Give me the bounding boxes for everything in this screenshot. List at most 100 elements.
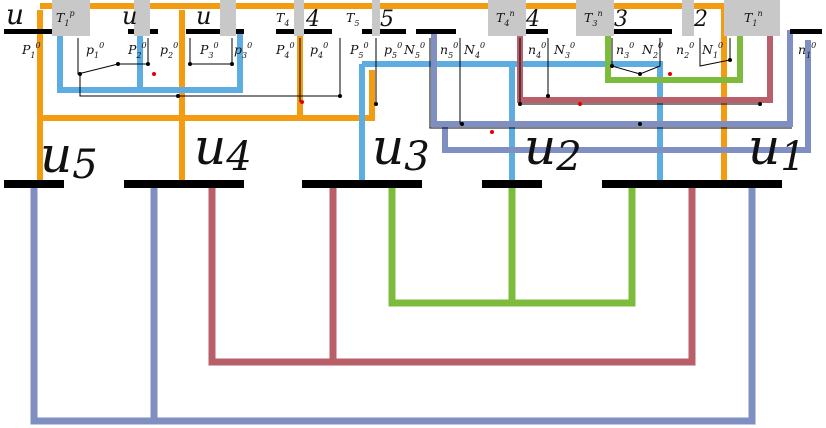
bar (416, 29, 456, 34)
term-T4: T4 (276, 10, 289, 28)
wire-orange-1 (37, 10, 375, 121)
box-label-t1n: T1n (744, 9, 763, 28)
bar-u1 (602, 180, 782, 188)
top-u-1: u (6, 0, 24, 31)
wire-red-outer (208, 184, 696, 366)
dot (146, 62, 150, 66)
bar (612, 29, 672, 34)
bar (790, 29, 822, 34)
bottom-wires (30, 184, 756, 425)
dot-red (300, 100, 304, 104)
box-small-5 (682, 0, 694, 36)
dot (176, 94, 180, 98)
label-u5: u5 (40, 126, 98, 188)
term-P3: P30 (199, 41, 219, 60)
term-N3: N30 (553, 41, 575, 60)
term-N5: N50 (403, 41, 425, 60)
box-small-3 (294, 0, 304, 36)
term-N1: N10 (701, 41, 723, 60)
bar-u5 (4, 180, 64, 188)
bar (518, 29, 548, 34)
dot (116, 62, 120, 66)
term-p3: p30 (234, 41, 252, 60)
term-p2: p20 (160, 41, 178, 60)
dot (78, 72, 82, 76)
top-labels: u u u 4 5 4 3 2 (6, 0, 708, 32)
box-small-1 (134, 0, 150, 36)
dot-red (578, 102, 582, 106)
dot (638, 122, 642, 126)
dot (518, 102, 522, 106)
box-small-4 (372, 0, 380, 36)
top-4b: 4 (525, 7, 540, 32)
term-n1: n10 (798, 41, 816, 60)
term-p4: p40 (310, 41, 328, 60)
box-small-2 (220, 0, 236, 36)
dot (610, 64, 614, 68)
trace-2 (189, 38, 233, 65)
trace-11 (699, 38, 731, 67)
wire-green-upper (605, 30, 743, 83)
trace-6 (429, 38, 792, 129)
box-label-t4n: T4n (496, 9, 515, 28)
dot (728, 58, 732, 62)
term-n3: n30 (616, 41, 634, 60)
bar (362, 29, 406, 34)
term-P2: P20 (127, 41, 147, 60)
switch-boxes (52, 0, 780, 36)
junctions (78, 58, 762, 134)
trace-3 (79, 38, 341, 97)
wire-slate-upper (431, 30, 793, 127)
term-n4: n40 (528, 41, 546, 60)
term-N4: N40 (463, 41, 485, 60)
terminal-labels: P10 p10 P20 p20 P30 p30 T4 P40 p40 T5 P5… (21, 10, 816, 60)
dot-red (152, 72, 156, 76)
label-u3: u3 (372, 118, 430, 180)
box-t3n (576, 0, 614, 36)
top-u-2: u (122, 2, 137, 30)
top-u-3: u (196, 2, 211, 30)
bar (4, 29, 64, 34)
node-labels: u5 u4 u3 u2 u1 (40, 118, 806, 188)
dot (230, 62, 234, 66)
box-label-t3n: T3n (584, 9, 603, 28)
term-T5: T5 (346, 10, 359, 28)
bar-u3 (302, 180, 422, 188)
term-p1: p10 (86, 41, 104, 60)
term-n5: n50 (440, 41, 458, 60)
dot (374, 102, 378, 106)
box-label-t1p: T1p (56, 9, 75, 28)
top-3: 3 (614, 7, 628, 32)
dot (758, 102, 762, 106)
dot (546, 94, 550, 98)
bar-u2 (482, 180, 542, 188)
bar-u4 (124, 180, 244, 188)
term-p5: p50 (384, 41, 402, 60)
term-n2: n20 (676, 41, 694, 60)
term-P4: P40 (275, 41, 295, 60)
term-P1: P10 (21, 41, 41, 60)
top-4: 4 (305, 7, 320, 32)
label-u1: u1 (748, 118, 806, 180)
wire-slate-upper-2 (442, 40, 811, 153)
dot-red (668, 72, 672, 76)
dot (460, 122, 464, 126)
box-t1n (724, 0, 780, 36)
top-5: 5 (380, 7, 394, 32)
label-u2: u2 (524, 118, 582, 180)
box-labels: T1p T4n T3n T1n (56, 9, 763, 28)
node-bars (4, 180, 782, 188)
dot (638, 72, 642, 76)
top-2: 2 (693, 7, 708, 32)
dot (188, 62, 192, 66)
box-t4n (488, 0, 526, 36)
box-t1p (52, 0, 90, 36)
term-P5: P50 (349, 41, 369, 60)
dot-red (490, 130, 494, 134)
wire-slate-outer (30, 184, 756, 425)
wire-blue-1 (57, 30, 243, 93)
term-N2: N20 (641, 41, 663, 60)
label-u4: u4 (194, 118, 252, 180)
bar (186, 29, 244, 34)
